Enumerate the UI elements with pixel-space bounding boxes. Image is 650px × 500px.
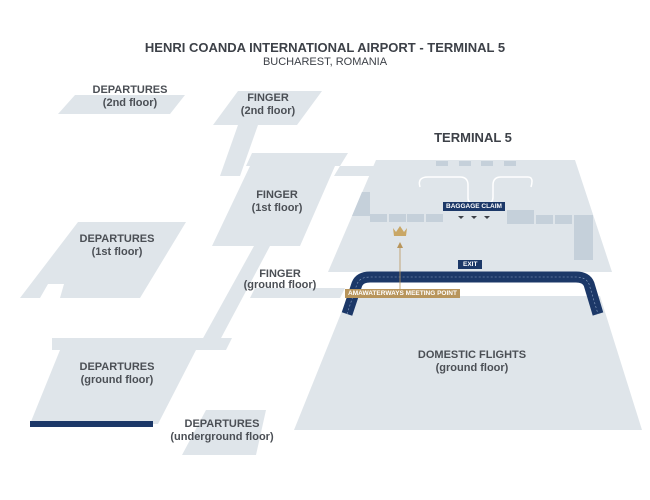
area-floor: (1st floor) (91, 246, 143, 258)
pointer-arrowhead (397, 242, 403, 248)
arrow-down-icons (458, 216, 490, 219)
area-floor: (1st floor) (251, 202, 303, 214)
area-name: FINGER (256, 189, 298, 201)
area-name: FINGER (259, 268, 301, 280)
departures-1st-label: DEPARTURES(1st floor) (80, 233, 155, 259)
finger-1st-label: FINGER(1st floor) (252, 189, 303, 215)
finger-1st-floor-area[interactable] (212, 166, 335, 246)
finger-2nd-label: FINGER(2nd floor) (241, 92, 295, 118)
finger-2nd-floor-area[interactable] (213, 91, 322, 125)
departures-2nd-label: DEPARTURES(2nd floor) (93, 84, 168, 110)
exit-marker[interactable]: EXIT (458, 260, 483, 269)
area-name: DEPARTURES (79, 233, 155, 245)
area-name: DEPARTURES (79, 361, 155, 373)
area-floor: (2nd floor) (240, 105, 296, 117)
area-floor: (ground floor) (80, 374, 154, 386)
departures-2nd-floor-area[interactable] (58, 95, 185, 114)
area-floor: (ground floor) (243, 279, 317, 291)
terminal5-label: TERMINAL 5 (434, 130, 512, 145)
departures-underground-area[interactable] (182, 410, 266, 455)
page-title: HENRI COANDA INTERNATIONAL AIRPORT - TER… (144, 40, 506, 55)
baggage-claim-marker[interactable]: BAGGAGE CLAIM (443, 202, 505, 211)
departures-ground-bar (30, 421, 153, 427)
finger-ground-bridge (250, 288, 345, 298)
finger-ground-label: FINGER(ground floor) (244, 268, 317, 292)
terminal-blocks (352, 161, 593, 260)
meeting-point-marker[interactable]: AMAWATERWAYS MEETING POINT (345, 289, 460, 298)
area-name: FINGER (247, 92, 289, 104)
domestic-flights-area[interactable] (294, 296, 642, 430)
area-floor: (underground floor) (170, 431, 274, 443)
departures-ground-label: DEPARTURES(ground floor) (80, 361, 155, 387)
domestic-label: DOMESTIC FLIGHTS(ground floor) (418, 349, 526, 375)
departures-1st-floor-area[interactable] (20, 222, 186, 298)
area-floor: (2nd floor) (102, 97, 158, 109)
page-subtitle: BUCHAREST, ROMANIA (262, 56, 388, 68)
finger-ground-connector (202, 246, 270, 340)
crown-icon[interactable] (393, 226, 407, 236)
finger-bridge (246, 153, 348, 166)
finger-connector (220, 125, 258, 176)
area-name: DOMESTIC FLIGHTS (417, 349, 527, 361)
area-name: DEPARTURES (184, 418, 260, 430)
ground-walkway (52, 338, 232, 350)
departures-underground-label: DEPARTURES(underground floor) (170, 418, 273, 444)
area-name: DEPARTURES (92, 84, 168, 96)
area-floor: (ground floor) (435, 362, 509, 374)
departures-ground-floor-area[interactable] (30, 350, 196, 424)
